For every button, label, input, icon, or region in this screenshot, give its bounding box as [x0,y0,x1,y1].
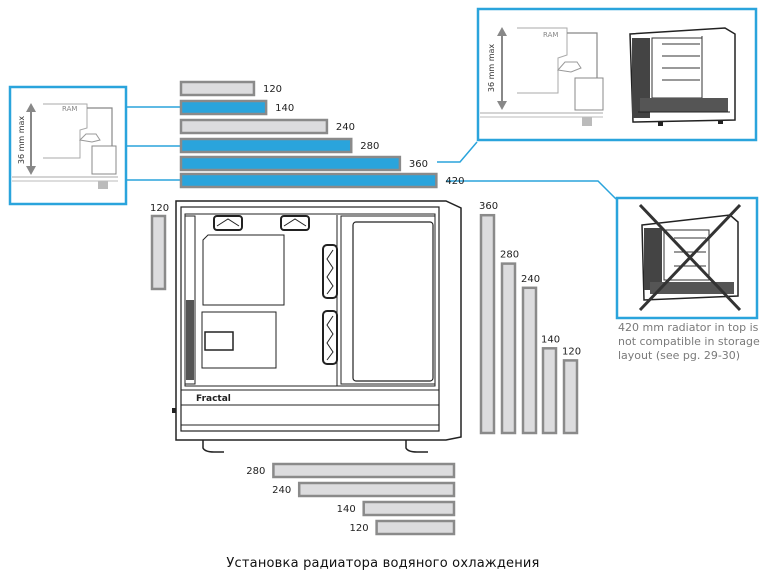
ram-label: RAM [543,31,558,39]
ram-label: RAM [62,105,77,113]
radiator-size-label: 280 [360,141,379,152]
rear-radiator-bars: 120 [150,203,169,291]
radiator-size-label: 140 [337,504,356,515]
radiator-size-label: 140 [541,334,560,345]
rear-radiator-bar [150,214,167,291]
radiator-size-label: 240 [336,122,355,133]
case-brand-logo: Fractal [196,394,231,404]
top-radiator-bar [179,99,268,116]
top-radiator-bar [179,137,353,154]
radiator-size-label: 280 [246,466,265,477]
radiator-size-label: 120 [562,346,581,357]
radiator-size-label: 240 [521,274,540,285]
clearance-arrow-icon [26,103,36,175]
clearance-label: 36 mm max [17,116,26,165]
bottom-radiator-bars: 280 240 140 120 [246,462,456,536]
front-radiator-bar [562,359,579,435]
radiator-size-label: 120 [150,203,169,214]
bottom-radiator-bar [375,519,456,536]
clearance-arrow-icon [497,27,507,110]
radiator-size-label: 120 [263,84,282,95]
top-radiator-bar [179,172,438,189]
radiator-size-label: 240 [272,485,291,496]
bottom-radiator-bar [362,500,456,517]
case-side-view: Fractal [172,200,462,453]
incompatible-callout [446,180,759,320]
top-radiator-bar [179,118,329,135]
top-radiator-bars: 120 140 240 280 360 420 [179,80,464,189]
not-compatible-x-icon [638,203,742,312]
radiator-size-label: 360 [479,201,498,212]
front-radiator-bar [541,347,558,435]
radiator-size-label: 140 [275,103,294,114]
clearance-label: 36 mm max [487,44,496,93]
radiator-size-label: 120 [350,523,369,534]
top-radiator-bar [179,155,402,172]
incompatible-note: 420 mm radiator in top is not compatible… [618,321,760,362]
front-radiator-bar [479,213,496,435]
top-radiator-bar [179,80,256,97]
radiator-size-label: 420 [445,176,464,187]
figure-caption: Установка радиатора водяного охлаждения [226,556,540,571]
ram-callout-left: 36 mm max RAM [8,85,181,206]
radiator-size-label: 360 [409,159,428,170]
front-radiator-bar [500,262,517,435]
bottom-radiator-bar [297,481,456,498]
bottom-radiator-bar [272,462,456,479]
front-radiator-bar [521,286,538,435]
case-thumbnail-icon [629,27,736,126]
ram-callout-right: 36 mm max RAM [437,7,758,163]
radiator-size-label: 280 [500,250,519,261]
